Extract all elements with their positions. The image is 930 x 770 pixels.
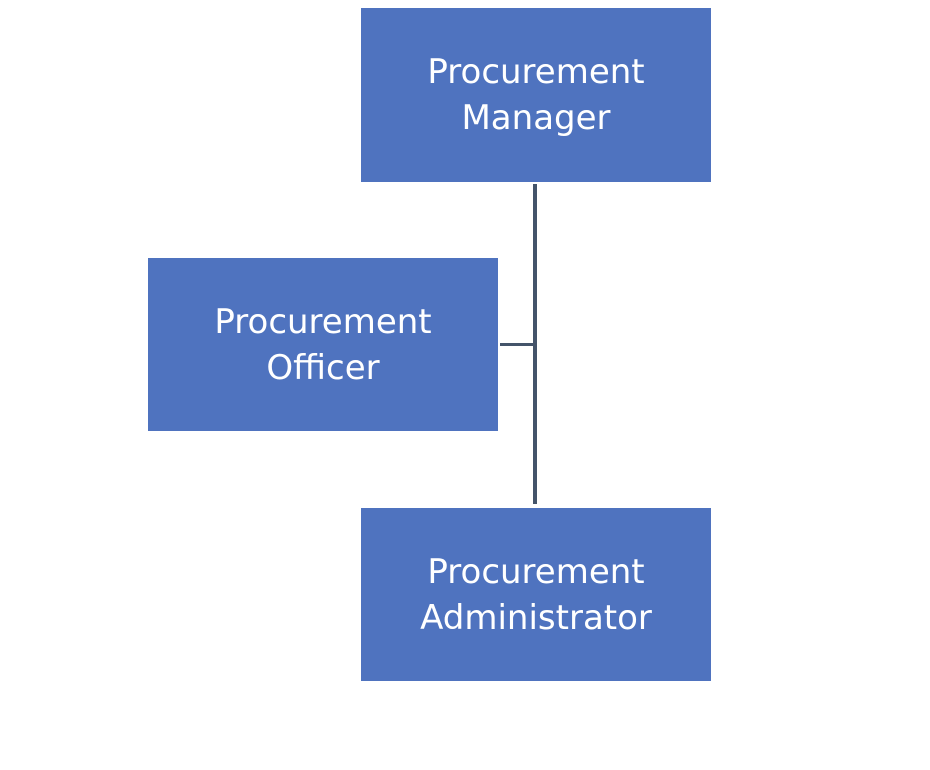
node-label: Procurement Administrator bbox=[420, 549, 652, 641]
node-label: Procurement Officer bbox=[214, 299, 431, 391]
connector-manager-to-administrator bbox=[533, 184, 537, 504]
node-label-line-2: Administrator bbox=[420, 597, 652, 638]
node-procurement-officer: Procurement Officer bbox=[148, 258, 498, 431]
node-label: Procurement Manager bbox=[427, 49, 644, 141]
node-label-line-1: Procurement bbox=[214, 301, 432, 342]
node-label-line-2: Officer bbox=[266, 347, 380, 388]
node-procurement-manager: Procurement Manager bbox=[361, 8, 711, 182]
node-label-line-1: Procurement bbox=[427, 52, 645, 92]
node-procurement-administrator: Procurement Administrator bbox=[361, 508, 711, 681]
connector-to-officer bbox=[500, 343, 535, 346]
node-label-line-2: Manager bbox=[461, 98, 611, 138]
node-label-line-1: Procurement bbox=[427, 551, 645, 592]
